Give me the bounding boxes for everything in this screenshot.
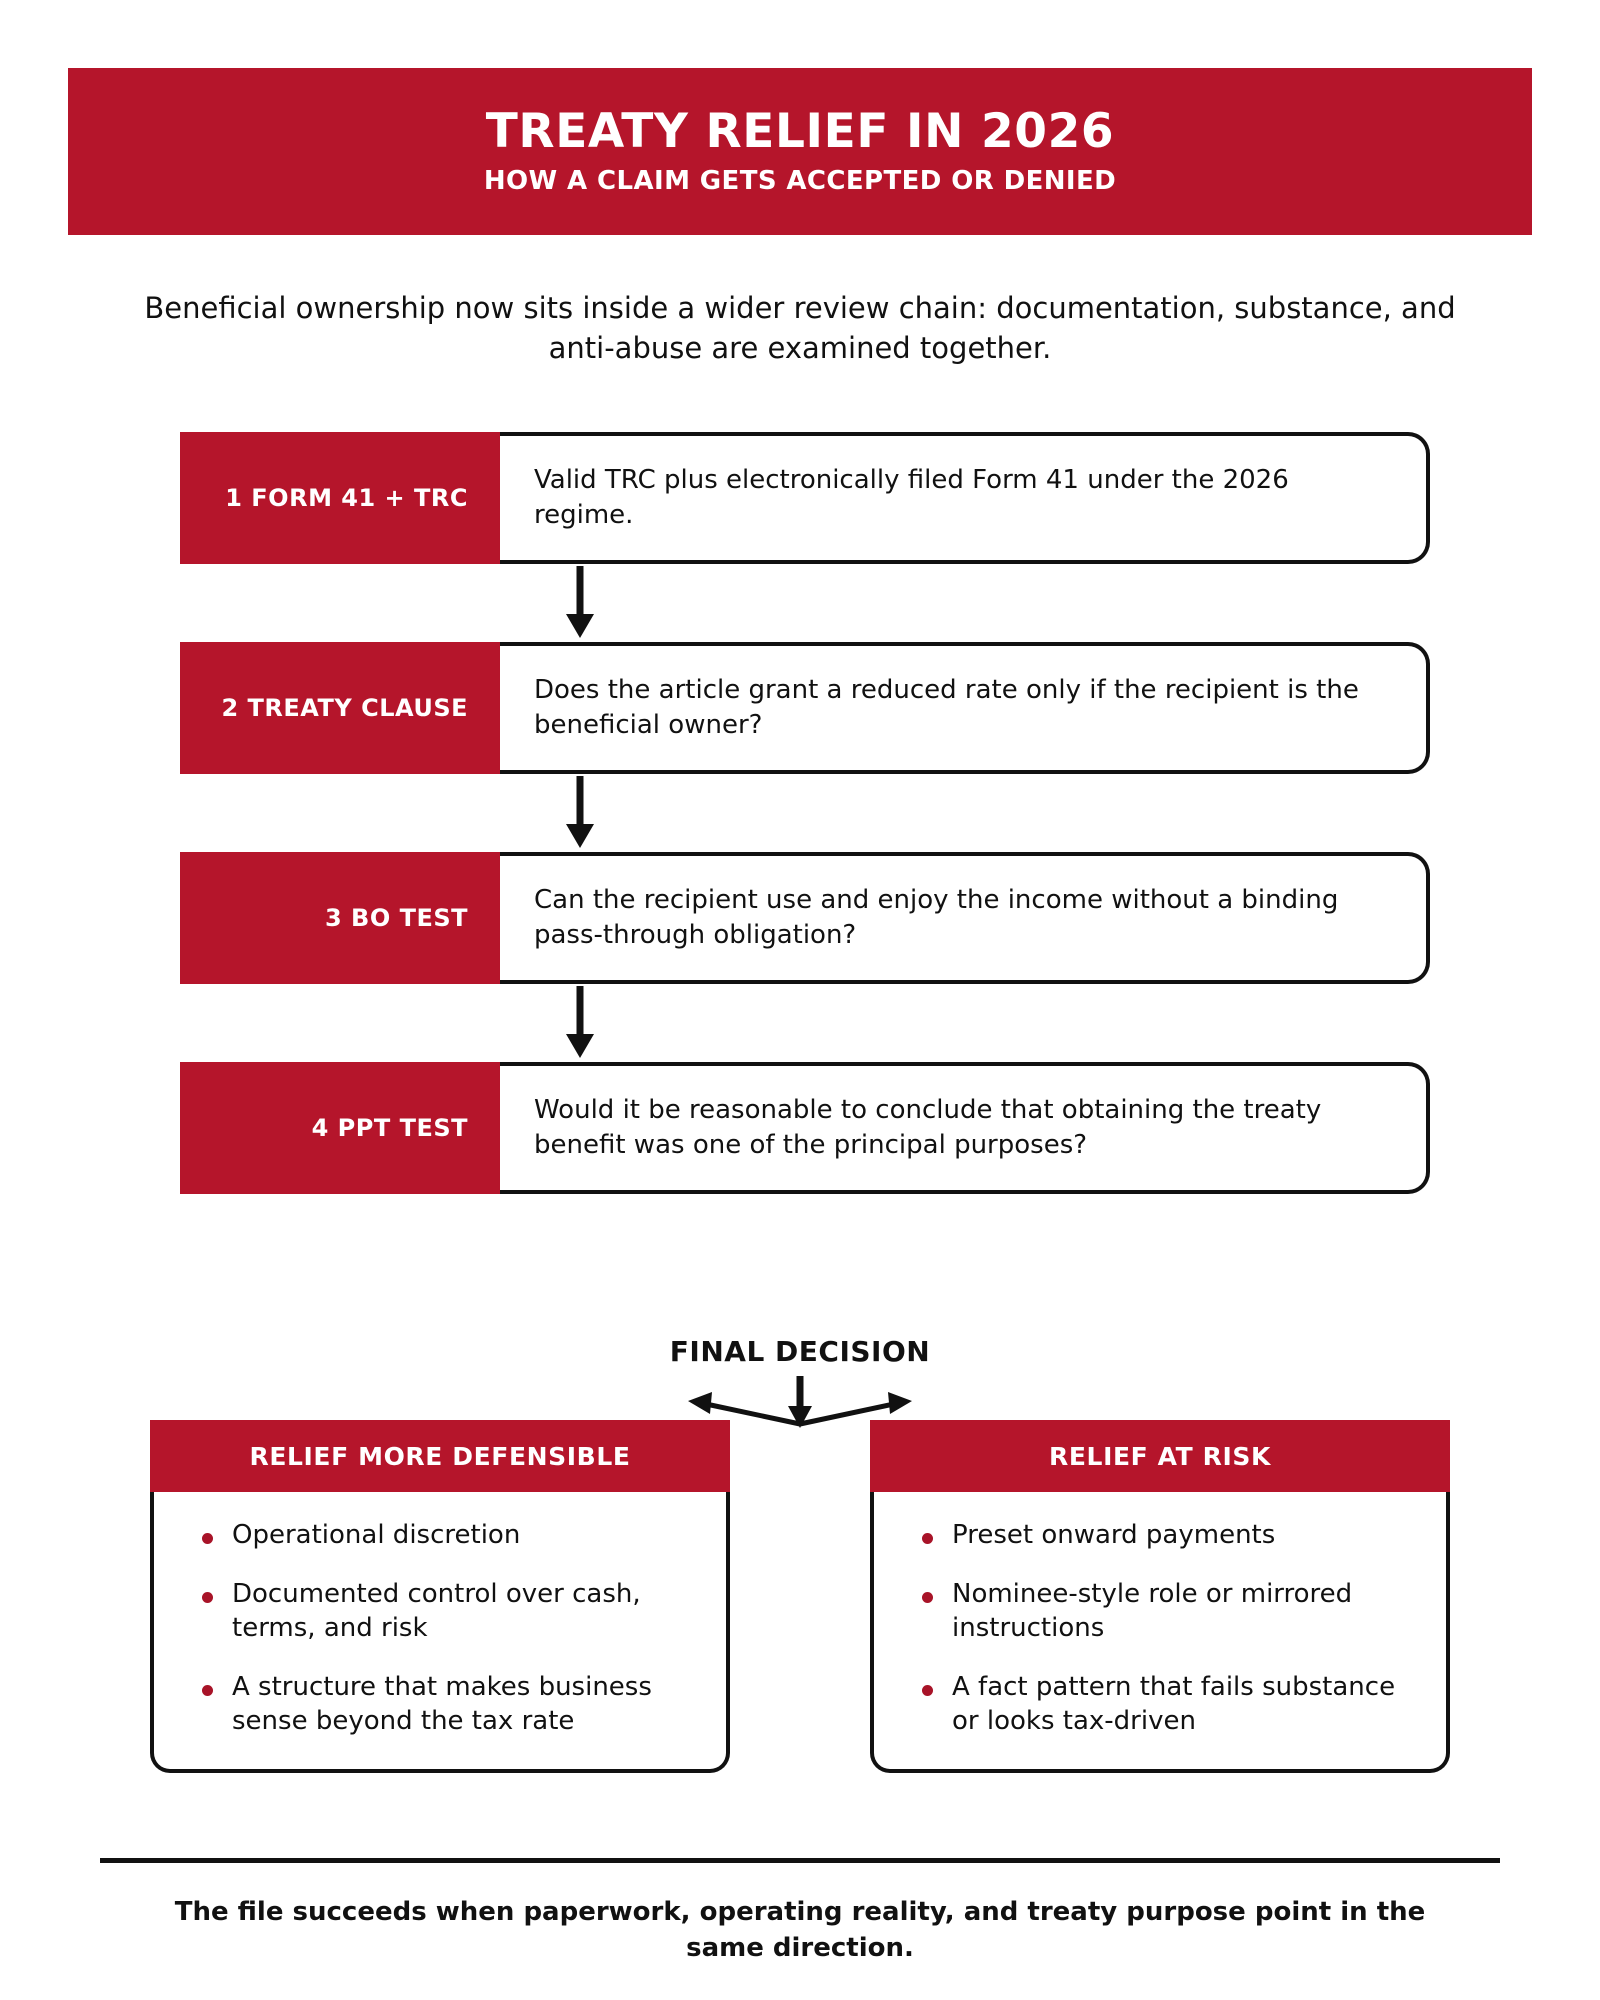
step-row: 3 BO TEST Can the recipient use and enjo… bbox=[180, 852, 1430, 984]
outcome-card-defensible: RELIEF MORE DEFENSIBLE Operational discr… bbox=[150, 1420, 730, 1773]
intro-paragraph: Beneficial ownership now sits inside a w… bbox=[144, 291, 1456, 366]
flow-arrow-2-to-3 bbox=[180, 774, 1430, 852]
step-row: 1 FORM 41 + TRC Valid TRC plus electroni… bbox=[180, 432, 1430, 564]
outcome-card-title-at-risk: RELIEF AT RISK bbox=[870, 1420, 1450, 1492]
step-body-4: Would it be reasonable to conclude that … bbox=[500, 1062, 1430, 1194]
list-item-text: Preset onward payments bbox=[952, 1520, 1276, 1550]
step-label-1: 1 FORM 41 + TRC bbox=[180, 432, 500, 564]
outcome-card-body-defensible: Operational discretion Documented contro… bbox=[150, 1492, 730, 1773]
bullet-dot-icon bbox=[922, 1684, 933, 1696]
step-body-2: Does the article grant a reduced rate on… bbox=[500, 642, 1430, 774]
flow-arrow-1-to-2 bbox=[180, 564, 1430, 642]
bullet-dot-icon bbox=[922, 1533, 933, 1544]
list-item: A structure that makes business sense be… bbox=[180, 1670, 700, 1739]
outcome-card-title-defensible: RELIEF MORE DEFENSIBLE bbox=[150, 1420, 730, 1492]
list-item: A fact pattern that fails substance or l… bbox=[900, 1670, 1420, 1739]
list-item: Documented control over cash, terms, and… bbox=[180, 1577, 700, 1646]
page-subtitle: HOW A CLAIM GETS ACCEPTED OR DENIED bbox=[483, 165, 1117, 196]
branch-arrows bbox=[650, 1376, 950, 1436]
step-label-4: 4 PPT TEST bbox=[180, 1062, 500, 1194]
list-item-text: Operational discretion bbox=[232, 1520, 521, 1550]
list-item-text: Nominee-style role or mirrored instructi… bbox=[952, 1578, 1353, 1644]
list-item-text: Documented control over cash, terms, and… bbox=[232, 1578, 641, 1644]
footer-text: The file succeeds when paperwork, operat… bbox=[174, 1897, 1426, 1964]
bullet-dot-icon bbox=[202, 1684, 213, 1696]
step-label-2: 2 TREATY CLAUSE bbox=[180, 642, 500, 774]
step-chain: 1 FORM 41 + TRC Valid TRC plus electroni… bbox=[180, 432, 1430, 1194]
outcome-card-body-at-risk: Preset onward payments Nominee-style rol… bbox=[870, 1492, 1450, 1773]
flow-arrow-3-to-4 bbox=[180, 984, 1430, 1062]
final-decision-label: FINAL DECISION bbox=[669, 1335, 931, 1368]
bullet-dot-icon bbox=[202, 1591, 213, 1603]
bullet-dot-icon bbox=[202, 1533, 213, 1544]
header-banner: TREATY RELIEF IN 2026 HOW A CLAIM GETS A… bbox=[68, 68, 1532, 235]
list-item-text: A fact pattern that fails substance or l… bbox=[952, 1671, 1396, 1737]
list-item-text: A structure that makes business sense be… bbox=[232, 1671, 652, 1737]
list-item: Nominee-style role or mirrored instructi… bbox=[900, 1577, 1420, 1646]
outcome-list-at-risk: Preset onward payments Nominee-style rol… bbox=[900, 1518, 1420, 1739]
bullet-dot-icon bbox=[922, 1591, 933, 1603]
step-label-3: 3 BO TEST bbox=[180, 852, 500, 984]
step-row: 2 TREATY CLAUSE Does the article grant a… bbox=[180, 642, 1430, 774]
footer-divider bbox=[100, 1858, 1500, 1863]
outcome-cards: RELIEF MORE DEFENSIBLE Operational discr… bbox=[150, 1420, 1450, 1773]
list-item: Operational discretion bbox=[180, 1518, 700, 1553]
outcome-card-at-risk: RELIEF AT RISK Preset onward payments No… bbox=[870, 1420, 1450, 1773]
outcome-list-defensible: Operational discretion Documented contro… bbox=[180, 1518, 700, 1739]
step-row: 4 PPT TEST Would it be reasonable to con… bbox=[180, 1062, 1430, 1194]
step-body-1: Valid TRC plus electronically filed Form… bbox=[500, 432, 1430, 564]
list-item: Preset onward payments bbox=[900, 1518, 1420, 1553]
step-body-3: Can the recipient use and enjoy the inco… bbox=[500, 852, 1430, 984]
page-title: TREATY RELIEF IN 2026 bbox=[485, 104, 1115, 160]
